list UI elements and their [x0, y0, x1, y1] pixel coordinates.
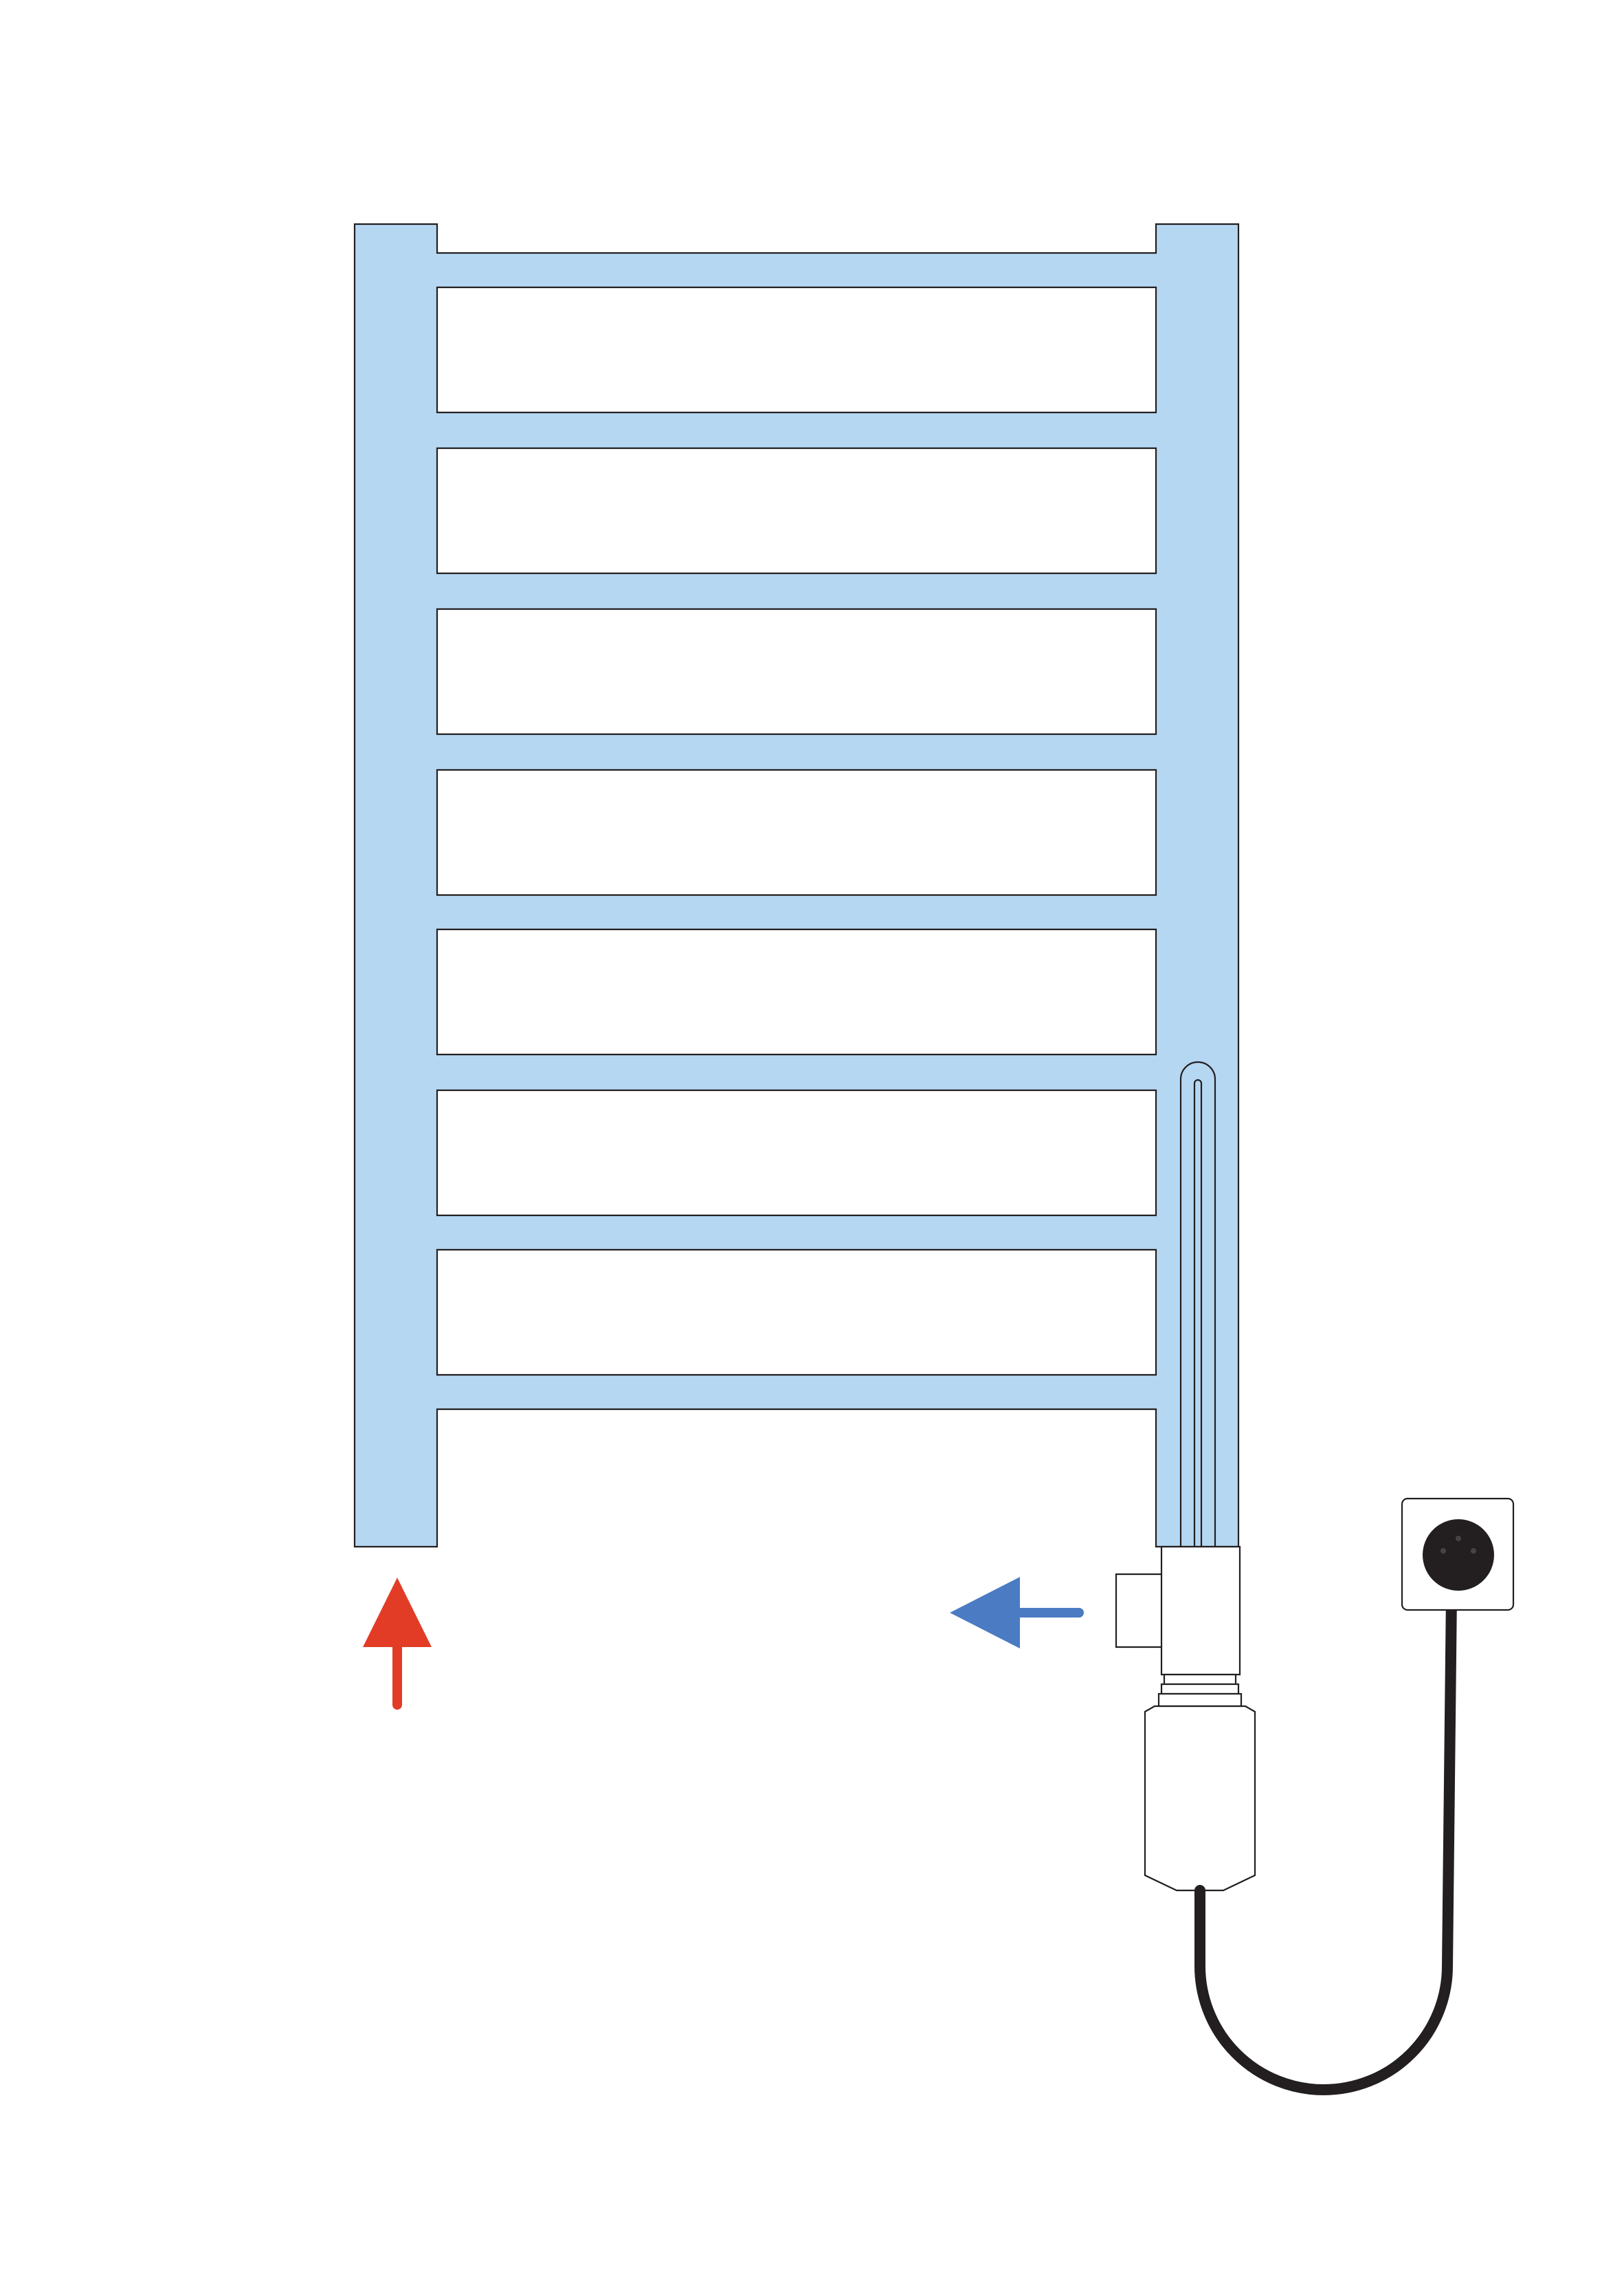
connector-ring: [1163, 1673, 1237, 1686]
heater-controller-body: [1144, 1705, 1256, 1892]
connector-ring: [1157, 1692, 1243, 1708]
wall-socket-icon: [1401, 1497, 1515, 1611]
plug-face: [1423, 1519, 1494, 1591]
connector-ring: [1160, 1683, 1240, 1695]
outlet-arrow-head: [950, 1577, 1020, 1648]
plug-pin: [1441, 1548, 1446, 1554]
heating-element-icon: [1179, 1061, 1216, 1547]
heater-connector: [1157, 1673, 1243, 1708]
heater-controller: [1144, 1705, 1256, 1892]
towel-radiator: [353, 223, 1240, 1548]
plug-pin: [1456, 1536, 1461, 1541]
power-cable: [1194, 1589, 1457, 2095]
plug-pin: [1471, 1548, 1476, 1554]
t-fitting-body: [1115, 1545, 1241, 1676]
heating-rod-inner: [1193, 1079, 1203, 1547]
t-fitting: [1115, 1545, 1241, 1676]
inlet-arrow-head: [363, 1578, 432, 1647]
arrow-left-icon: [950, 1577, 1084, 1648]
radiator-frame: [353, 223, 1240, 1548]
arrow-up-icon: [363, 1578, 432, 1710]
heating-rod-outer: [1179, 1061, 1216, 1547]
